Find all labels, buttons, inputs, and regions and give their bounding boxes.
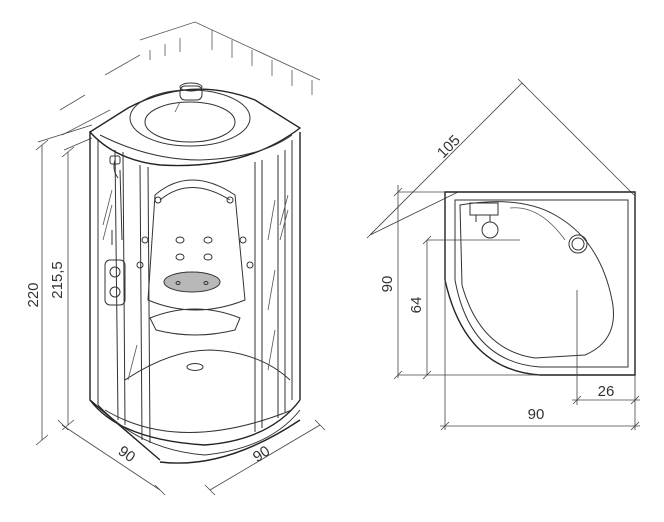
plan-offset-label: 26 <box>598 383 615 400</box>
cabin-doors <box>102 149 293 444</box>
seat <box>149 308 241 336</box>
massage-jets <box>136 196 254 269</box>
width-dimension-lines-plan <box>440 280 640 431</box>
wall-hatching <box>59 21 321 136</box>
plan-diagonal-label: 105 <box>434 132 464 162</box>
plan-view: 105 90 64 26 90 <box>366 78 640 431</box>
depth-dimension-lines <box>393 185 540 380</box>
plan-width-label: 90 <box>528 406 545 423</box>
back-panel <box>136 179 254 336</box>
tray-outline <box>444 191 636 376</box>
iso-cabin-height-label: 215,5 <box>49 261 66 299</box>
seat-back-pad <box>163 271 221 293</box>
shower-controls <box>104 155 126 306</box>
plan-shower-head <box>469 202 499 239</box>
iso-total-height-label: 220 <box>25 282 42 307</box>
cabin-body <box>88 82 302 464</box>
iso-width-left-label: 90 <box>115 443 138 466</box>
diagonal-dimension-line <box>366 78 635 239</box>
iso-width-right-label: 90 <box>250 443 273 466</box>
drain <box>568 234 588 254</box>
plan-inner-depth-label: 64 <box>408 297 425 314</box>
width-dimension-lines <box>57 419 326 496</box>
isometric-view: 220 215,5 90 90 <box>25 21 326 496</box>
height-dimension-lines <box>35 124 93 446</box>
plan-depth-label: 90 <box>379 276 396 293</box>
